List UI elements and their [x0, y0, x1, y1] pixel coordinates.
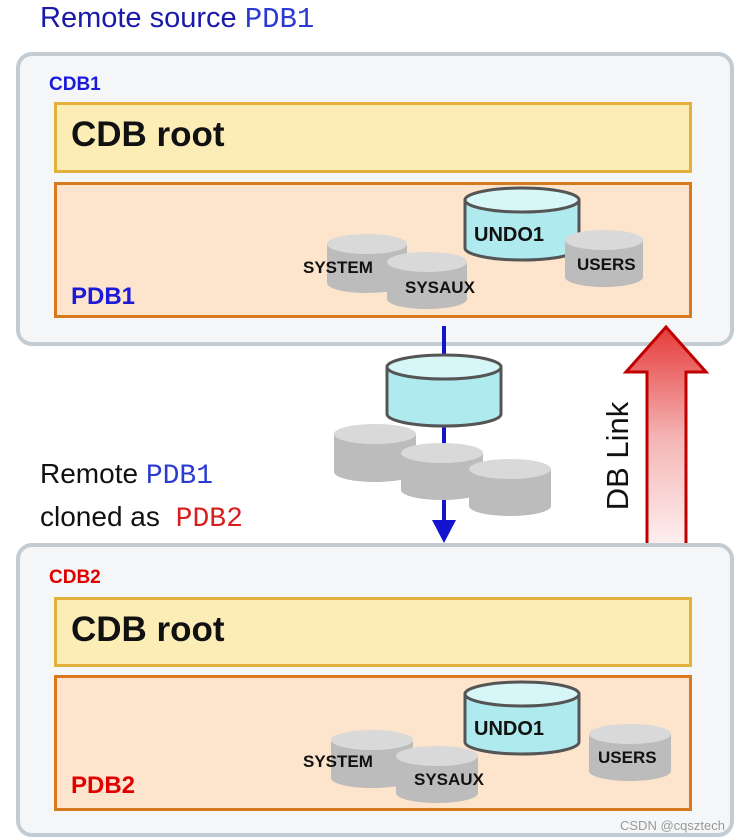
cdb2-root-label: CDB root — [71, 610, 225, 649]
cdb1-sysaux-label: SYSAUX — [405, 278, 475, 297]
cdb1-system-label: SYSTEM — [303, 258, 373, 277]
cdb1-root-box: CDB root — [54, 102, 692, 173]
cdb1-pdb-label: PDB1 — [71, 283, 136, 310]
cloned-as-text: cloned as — [40, 501, 160, 532]
cdb2-label: CDB2 — [49, 567, 101, 588]
transfer-undo-cylinder — [385, 353, 503, 428]
cdb1-undo-cylinder — [463, 186, 581, 262]
cdb1-users-cylinder — [565, 230, 643, 287]
cdb1-label: CDB1 — [49, 74, 101, 95]
cdb2-sysaux-label: SYSAUX — [414, 770, 484, 789]
cdb2-system-cylinder — [331, 730, 413, 788]
transfer-cylinder-3 — [469, 459, 551, 516]
cdb1-users-label: USERS — [577, 255, 636, 274]
header-pdb-name: PDB1 — [244, 3, 315, 36]
cdb2-pdb-label: PDB2 — [71, 772, 136, 799]
diagram-header: Remote source PDB1 — [40, 2, 314, 36]
cdb2-users-cylinder — [589, 724, 671, 781]
header-text: Remote source — [40, 2, 237, 34]
cdb1-root-label: CDB root — [71, 115, 225, 154]
cdb1-undo-label: UNDO1 — [474, 224, 545, 246]
cdb2-system-label: SYSTEM — [303, 752, 373, 771]
remote-text: Remote — [40, 458, 139, 489]
transfer-arrow-head — [432, 520, 456, 543]
cloned-as-line: cloned as PDB2 — [40, 501, 243, 535]
cdb2-root-box: CDB root — [54, 597, 692, 667]
transfer-cylinder-1 — [334, 424, 416, 482]
remote-line: Remote PDB1 — [40, 458, 213, 492]
watermark-text: CSDN @cqsztech — [620, 818, 725, 833]
transfer-cylinder-2 — [401, 443, 483, 500]
cloned-pdb-name: PDB2 — [175, 504, 243, 535]
cdb2-undo-label: UNDO1 — [474, 718, 545, 740]
cdb1-sysaux-cylinder — [387, 252, 467, 309]
cdb2-users-label: USERS — [598, 748, 657, 767]
cdb2-sysaux-cylinder — [396, 746, 478, 803]
remote-pdb-name: PDB1 — [145, 461, 214, 492]
cdb2-undo-cylinder — [463, 680, 581, 756]
db-link-arrow — [622, 324, 710, 576]
